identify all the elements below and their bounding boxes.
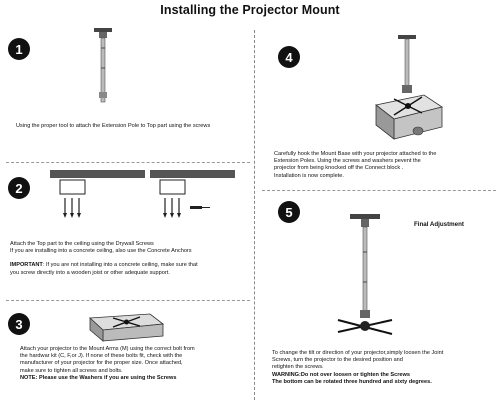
step-1-text: Using the proper tool to attach the Exte…: [16, 123, 211, 129]
step-5-line-1: To change the tilt or direction of your …: [272, 350, 444, 356]
step-5-badge: 5: [278, 201, 300, 223]
step-4-line-2: Extension Poles. Using the screws and wa…: [274, 158, 421, 165]
step-5-line-2: Screws, turn the projector to the desire…: [272, 357, 403, 364]
step-3-line-1: Attach your projector to the Mount Arms …: [20, 346, 195, 352]
final-adjustment-heading: Final Adjustment: [414, 221, 464, 228]
step-3-badge: 3: [8, 313, 30, 335]
step-4-badge: 4: [278, 46, 300, 68]
section-divider: [262, 190, 496, 191]
column-divider: [254, 30, 255, 400]
step-2-badge: 2: [8, 177, 30, 199]
step-2-important-line-2: you screw directly into a wooden joist o…: [10, 269, 170, 276]
step-5-line-3: retighten the screws.: [272, 364, 324, 371]
step-5-bottom-note: The bottom can be rotated three hundred …: [272, 378, 432, 385]
step-4-text: Carefully hook the Mount Base with your …: [274, 151, 494, 180]
step-3-line-2: the hardwar kit (C, F,or J). If none of …: [20, 353, 183, 360]
step-2-text: Attach the Top part to the ceiling using…: [10, 241, 250, 277]
step-3-line-4: make sure to tighten all screws and bolt…: [20, 367, 123, 374]
ceiling-mount-illustration: [50, 170, 235, 218]
mounted-projector-illustration: [375, 35, 443, 140]
section-divider: [6, 300, 250, 301]
step-3-text: Attach your projector to the Mount Arms …: [20, 346, 250, 382]
step-2-line-1: Attach the Top part to the ceiling using…: [10, 241, 154, 247]
step-3-line-3: manufacturer of your projector for the p…: [20, 360, 183, 367]
step-1-badge: 1: [8, 38, 30, 60]
projector-arms-illustration: [89, 313, 165, 342]
step-5-warning: WARNING:Do not over loosen or tighten th…: [272, 371, 410, 378]
step-4-line-3: projector from being knocked off the Con…: [274, 165, 404, 172]
adjustable-mount-illustration: [337, 214, 393, 335]
step-4-line-1: Carefully hook the Mount Base with your …: [274, 151, 437, 157]
extension-pole-illustration: [94, 28, 112, 103]
step-3-note: NOTE: Please use the Washers if you are …: [20, 374, 177, 381]
page-title: Installing the Projector Mount: [160, 3, 340, 17]
important-label: IMPORTANT: [10, 262, 43, 269]
section-divider: [6, 162, 250, 163]
step-4-line-4: Installation is now complete.: [274, 172, 344, 179]
step-5-text: To change the tilt or direction of your …: [272, 350, 496, 386]
step-2-important-line-1: : If you are not installing into a concr…: [42, 262, 198, 269]
step-2-line-2: If you are installing into a concrete ce…: [10, 248, 192, 255]
